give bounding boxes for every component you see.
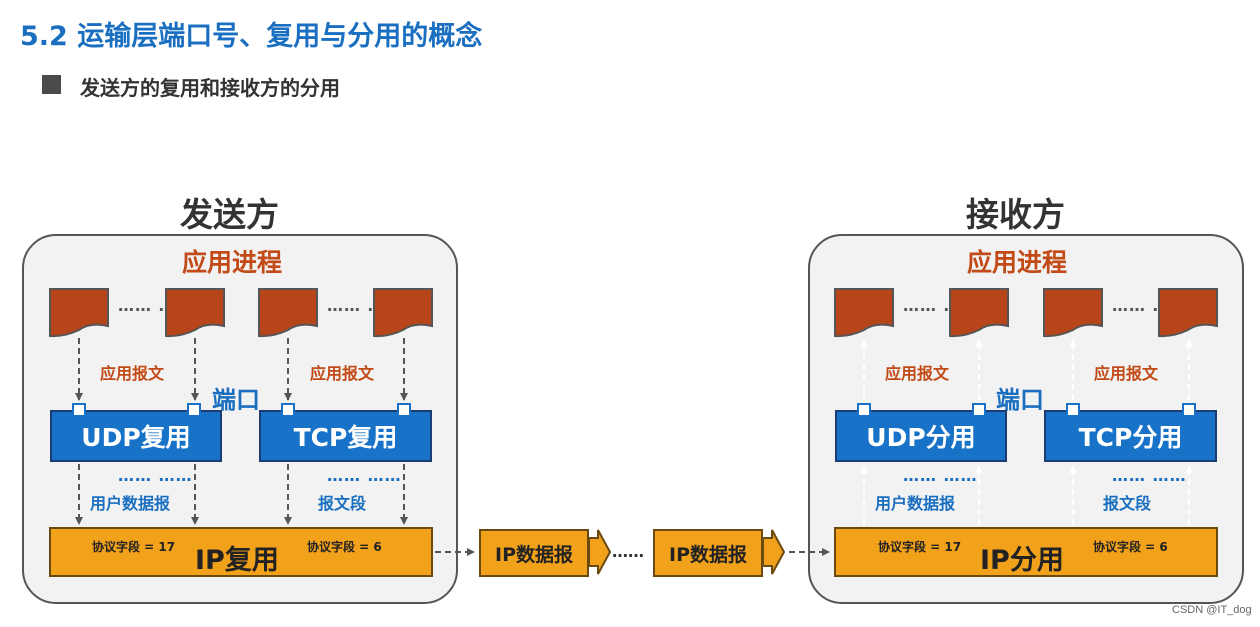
receiver-tcp-port-1 — [1066, 403, 1080, 417]
sender-tcp-dots: …… …… — [327, 466, 402, 485]
receiver-process-label: 应用进程 — [967, 248, 1068, 277]
receiver-udp-unit-label: 用户数据报 — [875, 494, 956, 513]
sender-ip-label: IP复用 — [195, 545, 279, 576]
receiver-proto-tcp: 协议字段 = 6 — [1093, 540, 1168, 554]
receiver-udp-port-2 — [972, 403, 986, 417]
watermark: CSDN @IT_dog — [1172, 604, 1252, 616]
sender-proto-tcp: 协议字段 = 6 — [307, 540, 382, 554]
receiver-tcp-process-2-icon — [1158, 288, 1218, 338]
bullet-square-icon — [42, 75, 61, 94]
sender-tcp-unit-label: 报文段 — [318, 494, 367, 513]
sender-proto-udp: 协议字段 = 17 — [92, 540, 176, 554]
receiver-tcp-message-label: 应用报文 — [1094, 364, 1159, 383]
receiver-port-label: 端口 — [996, 386, 1044, 414]
sender-port-label: 端口 — [212, 386, 260, 414]
sender-udp-message-label: 应用报文 — [100, 364, 165, 383]
ip-datagram-left: IP数据报 — [479, 529, 589, 577]
receiver-ip-demux-bar — [834, 527, 1218, 577]
ip-datagram-right: IP数据报 — [653, 529, 763, 577]
sender-title: 发送方 — [180, 195, 279, 234]
receiver-udp-demux-box: UDP分用 — [835, 410, 1007, 462]
sender-udp-mux-box: UDP复用 — [50, 410, 222, 462]
sender-ip-mux-bar — [49, 527, 433, 577]
receiver-udp-process-2-icon — [949, 288, 1009, 338]
receiver-tcp-process-1-icon — [1043, 288, 1103, 338]
page-title: 5.2 运输层端口号、复用与分用的概念 — [20, 21, 483, 52]
sender-udp-process-2-icon — [165, 288, 225, 338]
receiver-ip-label: IP分用 — [980, 545, 1064, 576]
receiver-title: 接收方 — [966, 195, 1065, 234]
receiver-tcp-demux-box: TCP分用 — [1044, 410, 1217, 462]
sender-udp-dots: …… …… — [118, 466, 193, 485]
sender-udp-port-1 — [72, 403, 86, 417]
receiver-proto-udp: 协议字段 = 17 — [878, 540, 962, 554]
receiver-udp-process-1-icon — [834, 288, 894, 338]
sender-tcp-port-2 — [397, 403, 411, 417]
sender-tcp-process-1-icon — [258, 288, 318, 338]
receiver-udp-dots: …… …… — [903, 466, 978, 485]
transfer-dots: …… — [612, 542, 644, 561]
receiver-udp-message-label: 应用报文 — [885, 364, 950, 383]
receiver-tcp-unit-label: 报文段 — [1103, 494, 1152, 513]
sender-udp-process-1-icon — [49, 288, 109, 338]
sender-udp-unit-label: 用户数据报 — [90, 494, 171, 513]
sender-tcp-port-1 — [281, 403, 295, 417]
datagram-left-arrowhead — [588, 529, 612, 575]
page-subtitle: 发送方的复用和接收方的分用 — [80, 76, 340, 100]
receiver-tcp-dots: …… …… — [1112, 466, 1187, 485]
receiver-tcp-port-2 — [1182, 403, 1196, 417]
sender-tcp-mux-box: TCP复用 — [259, 410, 432, 462]
receiver-udp-port-1 — [857, 403, 871, 417]
sender-udp-port-2 — [187, 403, 201, 417]
datagram-right-arrowhead — [762, 529, 786, 575]
sender-process-label: 应用进程 — [182, 248, 283, 277]
sender-tcp-message-label: 应用报文 — [310, 364, 375, 383]
sender-tcp-process-2-icon — [373, 288, 433, 338]
